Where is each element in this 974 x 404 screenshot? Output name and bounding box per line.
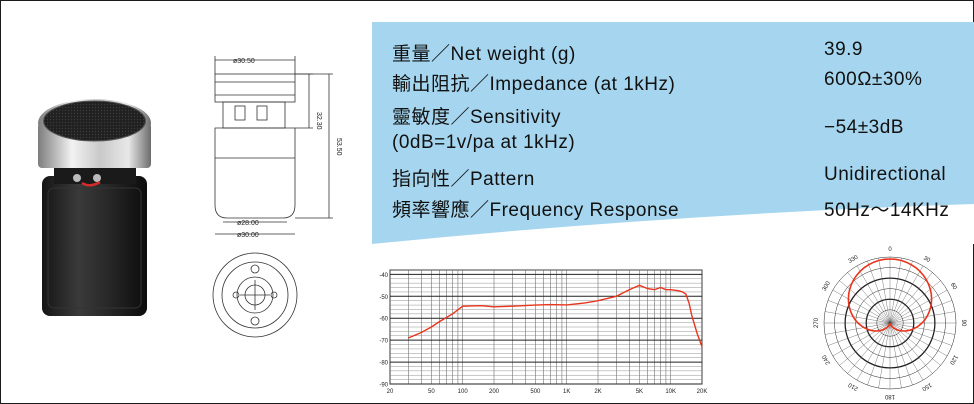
y-tick-label: -80 <box>379 361 388 367</box>
spec-label-secondary: (0dB=1v/pa at 1kHz) <box>392 132 576 153</box>
x-tick-label: 2K <box>594 389 601 395</box>
polar-spoke <box>824 311 891 324</box>
x-tick-label: 20K <box>697 389 708 395</box>
spec-row-sensitivity: 靈敏度／Sensitivity <box>372 102 974 132</box>
polar-pattern-chart: 0 30 60 90 120 150 180 210 240 270 300 330 <box>814 247 966 399</box>
polar-spoke <box>832 322 891 357</box>
x-tick-label: 100 <box>458 389 469 395</box>
polar-spoke <box>889 280 941 324</box>
polar-spoke <box>889 322 956 335</box>
polar-angle-label: 300 <box>822 280 833 292</box>
x-tick-label: 1K <box>563 389 570 395</box>
dimension-drawing: ø30.50 ø28.00 ø30.00 32.30 53.50 <box>212 56 342 338</box>
x-tick-label: 5K <box>636 389 643 395</box>
polar-spoke <box>878 322 891 389</box>
polar-spoke <box>832 289 891 324</box>
polar-spoke <box>847 322 891 374</box>
total-height-label: 53.50 <box>335 138 342 156</box>
polar-spoke <box>847 272 891 324</box>
polar-spoke <box>889 257 902 324</box>
polar-angle-label: 330 <box>848 254 860 265</box>
response-curve <box>408 284 703 347</box>
spec-value: 50Hz～14KHz <box>824 200 950 221</box>
polar-spoke <box>889 300 953 324</box>
polar-spoke <box>856 265 891 324</box>
polar-spoke <box>889 322 953 346</box>
spec-value: −54±3dB <box>824 117 904 138</box>
x-tick-label: 500 <box>530 389 541 395</box>
spec-row-sensitivity-ref: (0dB=1v/pa at 1kHz) <box>372 132 974 162</box>
x-tick-label: 10K <box>665 389 676 395</box>
polar-spoke <box>889 322 924 381</box>
spec-value: 600Ω±30% <box>824 69 923 90</box>
polar-angle-label: 90 <box>960 320 966 327</box>
polar-angle-label: 240 <box>821 353 832 365</box>
polar-spoke <box>824 322 891 335</box>
polar-angle-label: 150 <box>920 381 932 392</box>
polar-angle-label: 270 <box>814 317 820 328</box>
y-tick-label: -70 <box>379 339 388 345</box>
polar-angle-label: 0 <box>888 247 892 253</box>
spec-row-sensitivity-value: −54±3dB <box>372 117 974 147</box>
polar-spoke <box>878 257 891 324</box>
polar-spoke <box>889 322 902 389</box>
y-tick-label: -50 <box>379 295 388 301</box>
y-tick-label: -90 <box>379 383 388 389</box>
spec-row-impedance: 輸出阻抗／Impedance (at 1kHz) 600Ω±30% <box>372 69 974 99</box>
spec-label: 靈敏度／Sensitivity <box>392 107 562 128</box>
polar-spoke <box>839 280 891 324</box>
polar-spoke <box>889 289 948 324</box>
spec-label: 指向性／Pattern <box>392 169 535 190</box>
spec-row-frequency-response: 頻率響應／Frequency Response 50Hz～14KHz <box>372 195 974 225</box>
polar-spoke <box>827 322 891 346</box>
polar-spoke <box>889 260 913 324</box>
polar-spoke <box>889 322 913 386</box>
polar-spoke <box>867 322 891 386</box>
panel-wave-edge <box>372 204 974 244</box>
base-diameter-label: ø30.00 <box>237 232 259 239</box>
spec-value: Unidirectional <box>824 164 947 185</box>
x-tick-label: 50 <box>428 389 435 395</box>
polar-spoke <box>827 300 891 324</box>
polar-spoke <box>889 272 933 324</box>
spec-row-weight: 重量／Net weight (g) 39.9 <box>372 39 974 69</box>
y-tick-label: -60 <box>379 317 388 323</box>
polar-angle-label: 120 <box>948 354 959 366</box>
polar-spoke <box>889 322 933 374</box>
spec-label: 重量／Net weight (g) <box>392 44 576 65</box>
polar-spoke <box>867 260 891 324</box>
polar-spoke <box>889 322 948 357</box>
x-tick-label: 200 <box>489 389 500 395</box>
polar-spoke <box>889 265 924 324</box>
y-tick-label: -40 <box>379 273 388 279</box>
body-height-label: 32.30 <box>315 112 322 130</box>
polar-spoke <box>889 311 956 324</box>
x-tick-label: 20 <box>387 389 394 395</box>
polar-angle-label: 60 <box>949 282 958 291</box>
polar-pickup-pattern <box>847 258 933 332</box>
inner-diameter-label: ø28.00 <box>237 220 259 227</box>
top-diameter-label: ø30.50 <box>233 58 255 65</box>
polar-angle-label: 210 <box>847 381 859 392</box>
microphone-capsule-photo <box>38 99 151 316</box>
spec-value: 39.9 <box>824 39 863 60</box>
spec-label: 輸出阻抗／Impedance (at 1kHz) <box>392 74 676 95</box>
polar-angle-label: 180 <box>884 393 895 399</box>
polar-angle-label: 30 <box>922 256 931 265</box>
specifications-panel: 重量／Net weight (g) 39.9 輸出阻抗／Impedance (a… <box>372 22 974 244</box>
spec-label: 頻率響應／Frequency Response <box>392 200 680 221</box>
polar-spoke <box>856 322 891 381</box>
spec-row-pattern: 指向性／Pattern Unidirectional <box>372 164 974 194</box>
